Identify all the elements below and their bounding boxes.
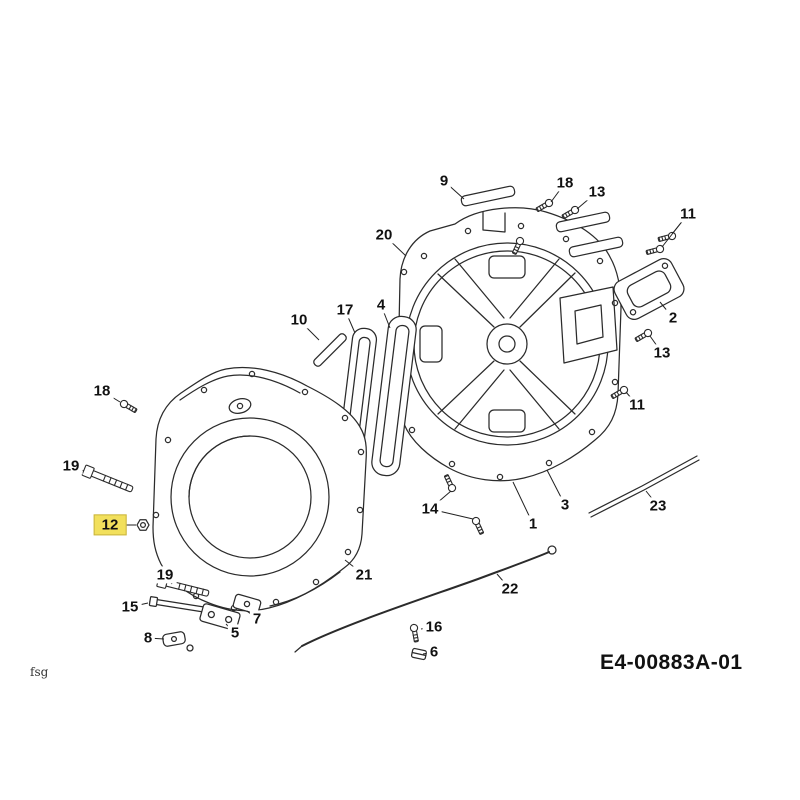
callout-13: 13 — [585, 183, 609, 201]
callout-19: 19 — [59, 457, 83, 475]
callout-6: 6 — [426, 643, 442, 661]
callout-11: 11 — [677, 205, 699, 223]
callout-4: 4 — [373, 296, 389, 314]
callout-22: 22 — [498, 580, 522, 598]
callout-1: 1 — [525, 515, 541, 533]
callout-3: 3 — [557, 496, 573, 514]
cable-clip — [410, 647, 428, 661]
callout-18: 18 — [90, 382, 114, 400]
callout-5: 5 — [227, 624, 243, 642]
callout-18: 18 — [553, 174, 577, 192]
watermark: fsg — [30, 665, 49, 679]
callout-19: 19 — [153, 566, 177, 584]
callout-11: 11 — [626, 396, 648, 414]
flywheel-housing — [397, 207, 622, 482]
bracket-assembly — [162, 593, 262, 652]
callout-16: 16 — [422, 618, 446, 636]
callout-2: 2 — [665, 309, 681, 327]
callout-15: 15 — [118, 598, 142, 616]
diagram-code: E4-00883A-01 — [600, 651, 743, 674]
link-rod — [588, 455, 700, 518]
pivot-rod — [313, 333, 347, 367]
nut — [136, 519, 150, 531]
callout-17: 17 — [333, 301, 357, 319]
throttle-cable — [294, 545, 557, 653]
callout-12-highlighted: 12 — [93, 514, 127, 536]
callout-8: 8 — [140, 629, 156, 647]
callout-23: 23 — [646, 497, 670, 515]
callout-10: 10 — [287, 311, 311, 329]
callout-7: 7 — [249, 610, 265, 628]
cover-plate — [613, 257, 685, 321]
callout-20: 20 — [372, 226, 396, 244]
callout-13: 13 — [650, 344, 674, 362]
callout-14: 14 — [418, 500, 442, 518]
callout-9: 9 — [436, 172, 452, 190]
callout-21: 21 — [352, 566, 376, 584]
